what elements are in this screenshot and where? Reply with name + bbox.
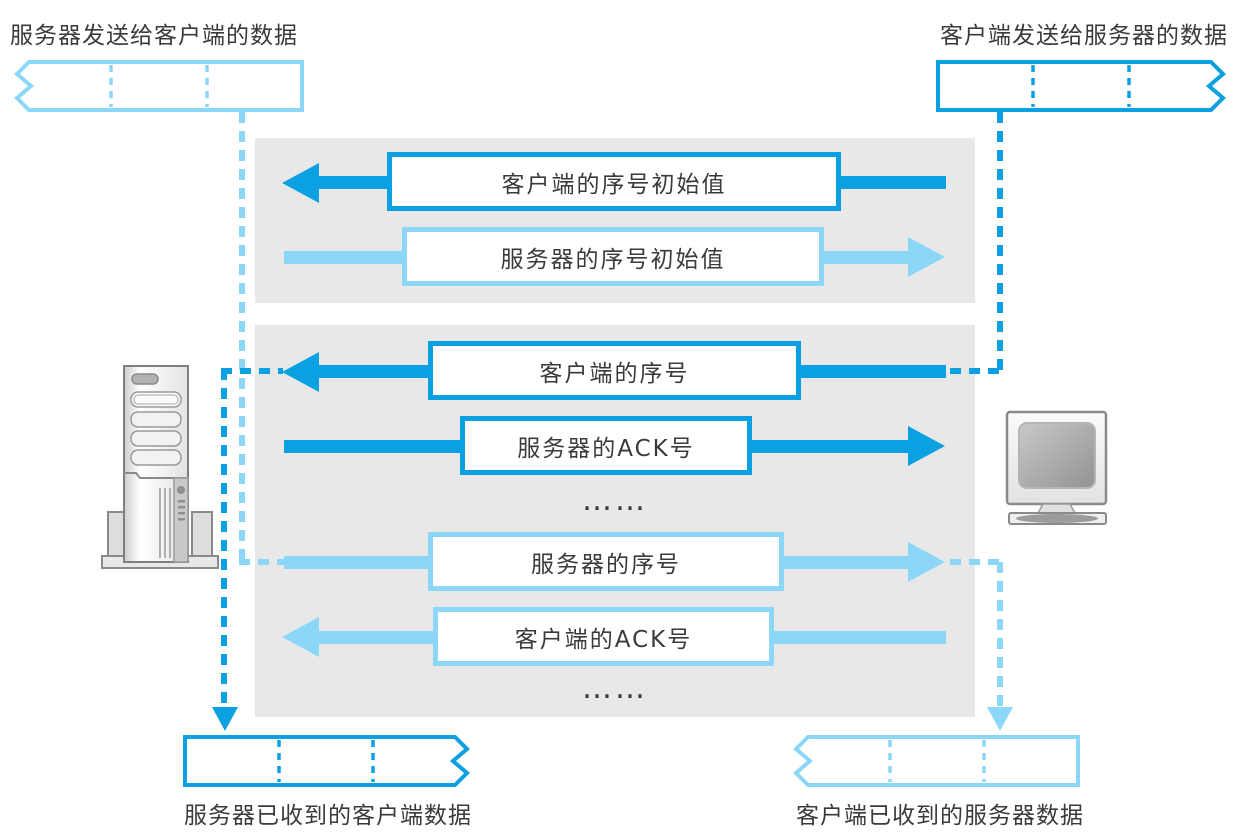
ellipsis-row: …… [582, 671, 648, 706]
down-arrowhead-right-icon [987, 707, 1013, 731]
client-send-buffer-label: 客户端发送给服务器的数据 [940, 23, 1228, 49]
server-initial-seq-label: 服务器的序号初始值 [402, 227, 824, 286]
server-send-buffer-bar [14, 60, 304, 112]
client-seq-connector-line [997, 112, 1003, 374]
client-ack-label: 客户端的ACK号 [433, 607, 774, 666]
down-arrowhead-left-icon [212, 707, 238, 731]
server-send-buffer-label: 服务器发送给客户端的数据 [10, 23, 298, 49]
server-tower-icon [101, 365, 219, 569]
server-seq-stub-right [950, 559, 1003, 565]
client-seq-stub-right [950, 368, 1003, 374]
right-arrowhead-icon [908, 237, 945, 277]
right-arrowhead-icon [908, 542, 945, 582]
client-initial-seq-label: 客户端的序号初始值 [387, 152, 841, 211]
left-arrowhead-icon [282, 163, 319, 203]
client-received-buffer-label: 客户端已收到的服务器数据 [796, 803, 1084, 829]
server-received-buffer-label: 服务器已收到的客户端数据 [184, 803, 472, 829]
client-send-buffer-bar [936, 60, 1226, 112]
client-seq-label: 客户端的序号 [428, 341, 801, 400]
server-seq-label: 服务器的序号 [428, 532, 784, 591]
server-seq-connector-stub-left [239, 559, 285, 565]
client-received-buffer-bar [793, 735, 1080, 787]
server-ack-label: 服务器的ACK号 [460, 416, 752, 475]
server-seq-connector-line [239, 112, 245, 562]
left-arrowhead-icon [282, 617, 319, 657]
server-received-buffer-bar [183, 735, 470, 787]
left-arrowhead-icon [282, 352, 319, 392]
client-seq-stub-left [221, 368, 283, 374]
server-seq-to-received-line [997, 562, 1003, 709]
right-arrowhead-icon [908, 426, 945, 466]
client-monitor-icon [1005, 410, 1108, 525]
ellipsis-row: …… [582, 483, 648, 518]
client-seq-to-received-line [221, 369, 227, 709]
